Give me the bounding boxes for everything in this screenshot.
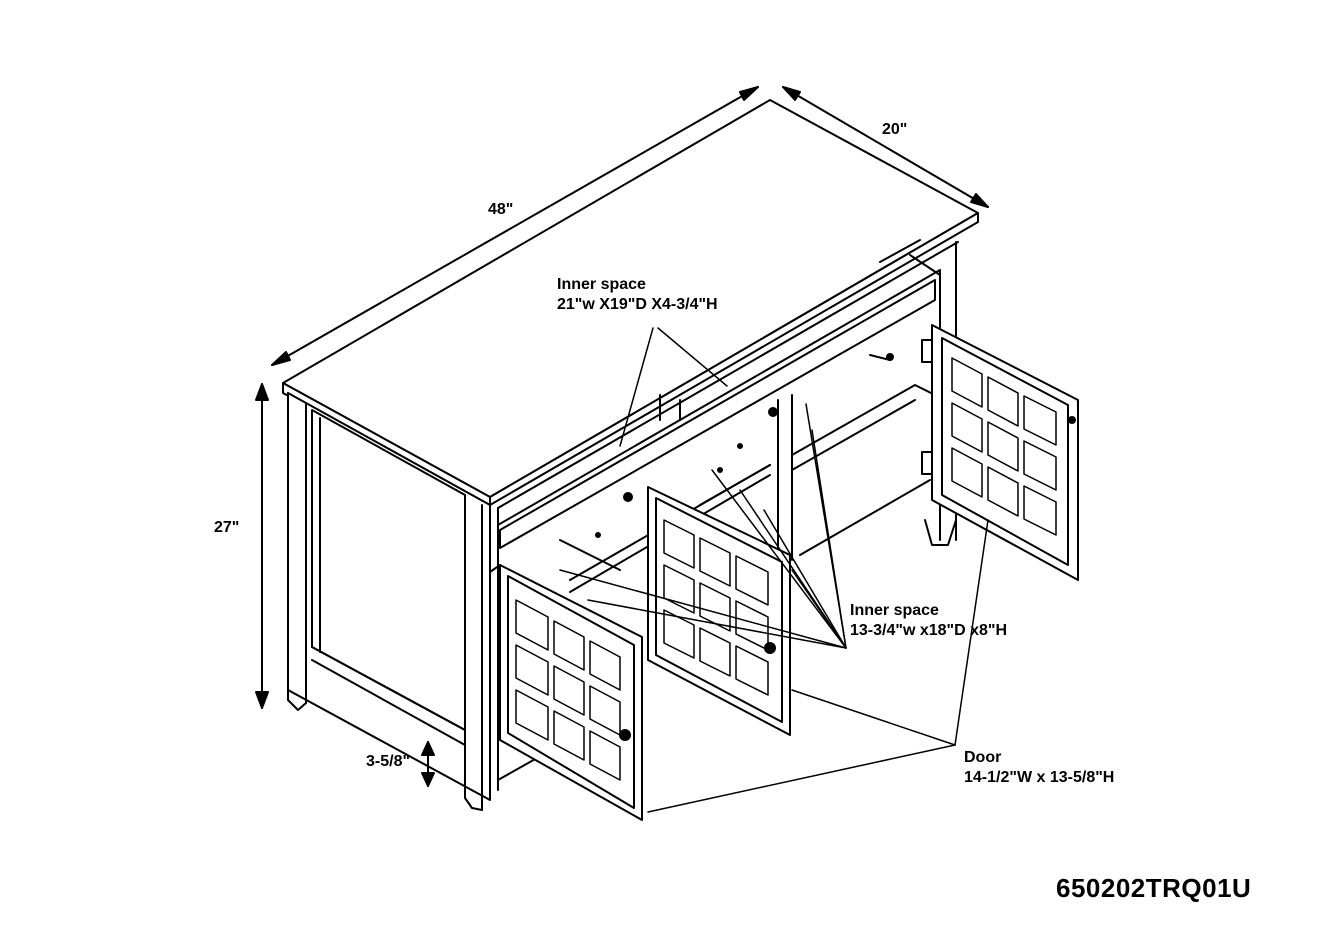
top-inner-space-callout: Inner space 21"w X19"D X4-3/4"H	[557, 275, 718, 315]
dimension-height-arrow	[255, 383, 269, 709]
cabinet-inner-space-callout: Inner space 13-3/4"w x18"D x8"H	[850, 601, 1007, 641]
left-door	[489, 564, 643, 821]
dimension-leg-arrow	[421, 741, 435, 787]
door-title: Door	[964, 749, 1002, 766]
top-inner-space-size: 21"w X19"D X4-3/4"H	[557, 296, 718, 313]
door-size: 14-1/2"W x 13-5/8"H	[964, 769, 1115, 786]
cabinet-inner-space-title: Inner space	[850, 602, 939, 619]
dimension-depth-arrow	[782, 86, 989, 208]
width-dimension-label: 48"	[488, 201, 514, 218]
cabinet-inner-space-size: 13-3/4"w x18"D x8"H	[850, 622, 1008, 639]
door-callout: Door 14-1/2"W x 13-5/8"H	[964, 748, 1114, 788]
leader-door	[647, 519, 989, 813]
leg-clearance-label: 3-5/8"	[366, 753, 411, 770]
center-door	[647, 486, 791, 736]
cabinet-top	[282, 99, 979, 506]
depth-dimension-label: 20"	[882, 121, 908, 138]
height-dimension-label: 27"	[214, 519, 240, 536]
top-inner-space-title: Inner space	[557, 276, 646, 293]
left-side-panel	[287, 392, 499, 811]
right-door	[921, 324, 1079, 581]
leader-top-inner-space	[619, 327, 728, 447]
model-number: 650202TRQ01U	[1056, 873, 1252, 903]
dimension-width-arrow	[271, 86, 759, 366]
leader-cabinet-inner-space	[559, 403, 847, 649]
